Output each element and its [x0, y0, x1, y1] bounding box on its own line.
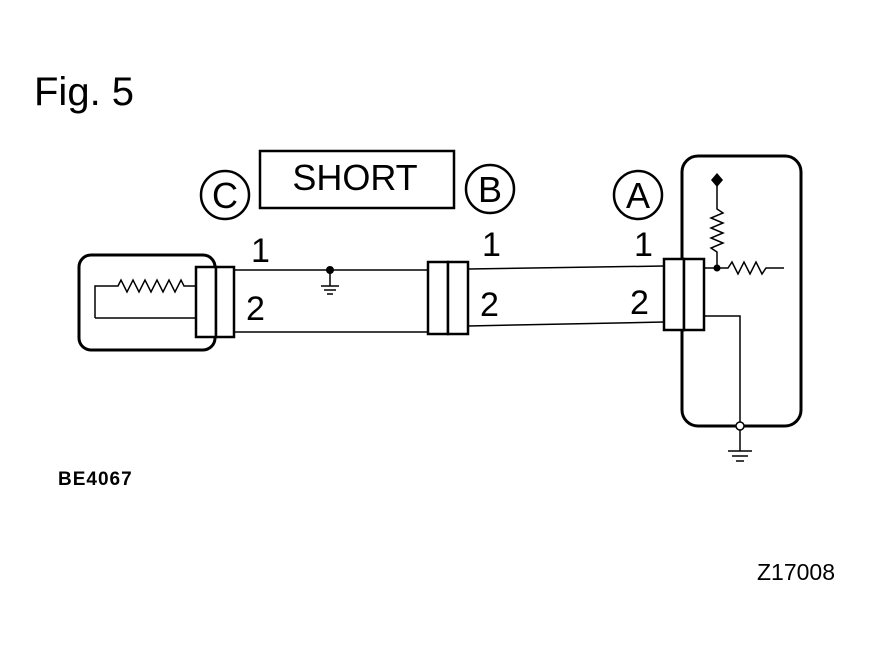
- wire-1-b-a: [467, 265, 665, 270]
- short-label-box: SHORT: [258, 149, 456, 210]
- connector-a-letter: A: [626, 175, 650, 216]
- pull-up-resistor-icon: [709, 182, 725, 268]
- connector-a-marker: A: [612, 169, 664, 221]
- wire-2-b-a: [467, 321, 665, 327]
- left-component: [77, 253, 217, 352]
- connector-c-pin2: 2: [246, 290, 265, 328]
- signal-resistor-icon: [717, 260, 784, 276]
- connector-c-pin1: 1: [251, 232, 270, 270]
- connector-b-letter: B: [478, 169, 502, 210]
- connector-b: [426, 260, 470, 336]
- figure-code-right: Z17008: [757, 559, 836, 585]
- connector-b-pin1: 1: [482, 226, 501, 264]
- connector-a-pin1: 1: [634, 226, 653, 264]
- junction-dot: [713, 264, 721, 272]
- short-label: SHORT: [292, 157, 417, 198]
- connector-a-pin2: 2: [630, 284, 649, 322]
- ground-icon: [728, 421, 752, 462]
- figure-title: Fig. 5: [34, 70, 135, 114]
- figure-code-left: BE4067: [58, 469, 133, 490]
- connector-b-pin2: 2: [480, 286, 499, 324]
- connector-c-marker: C: [199, 169, 251, 221]
- left-component-resistor-icon: [94, 278, 197, 318]
- connector-b-marker: B: [464, 163, 516, 215]
- power-supply-icon: [711, 173, 723, 187]
- connector-c: [194, 265, 236, 339]
- short-ground-icon: [321, 266, 339, 295]
- right-component-circuit: [704, 182, 784, 426]
- connector-a: [662, 257, 706, 332]
- connector-c-letter: C: [212, 175, 238, 216]
